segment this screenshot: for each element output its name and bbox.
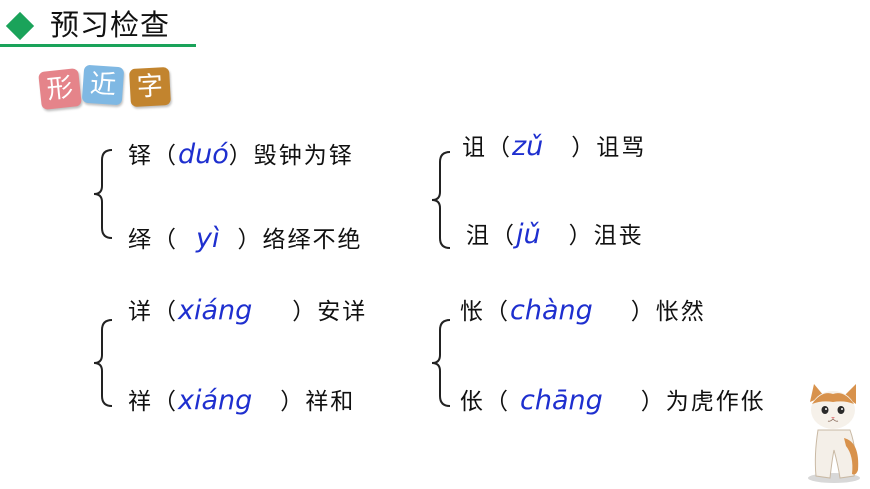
char: 详 [128,299,153,325]
word: 祥和 [305,389,356,415]
pinyin: zǔ [512,131,544,162]
char: 铎 [128,143,153,169]
close-paren: ） [640,389,666,415]
group-1-row-2: 绎（ yì ）络绎不绝 [128,220,362,254]
char: 怅 [460,299,485,325]
pinyin: duó [178,139,229,170]
group-4-row-2: 伥（ chāng ）为虎作伥 [460,382,766,416]
pinyin: jǔ [516,219,541,250]
brace-group-1 [92,148,114,240]
pinyin: xiáng [178,295,253,326]
group-1-row-1: 铎（duó）毁钟为铎 [128,136,354,170]
word: 安详 [317,299,368,325]
tile-xing: 形 [38,68,82,110]
word: 怅然 [655,299,706,325]
open-paren: （ [153,227,178,253]
diamond-bullet-icon [5,11,35,41]
group-2-row-2: 沮（jǔ ）沮丧 [466,216,644,250]
word: 诅骂 [596,135,647,161]
close-paren: ） [630,299,656,325]
pinyin: yì [196,223,220,254]
word: 沮丧 [593,223,644,249]
char: 祥 [128,389,153,415]
group-3-row-2: 祥（xiáng ）祥和 [128,382,355,416]
char: 诅 [462,135,487,161]
close-paren: ） [237,227,263,253]
pinyin: xiáng [178,385,253,416]
open-paren: （ [153,299,178,325]
close-paren: ） [568,223,594,249]
page-title: 预习检查 [50,8,171,42]
group-2-row-1: 诅（zǔ ）诅骂 [462,128,646,162]
word: 为虎作伥 [665,389,766,415]
open-paren: （ [485,389,510,415]
open-paren: （ [153,143,178,169]
open-paren: （ [153,389,178,415]
close-paren: ） [280,389,306,415]
tile-zi: 字 [129,66,171,108]
tile-jin: 近 [81,64,125,106]
group-3-row-1: 详（xiáng ）安详 [128,292,367,326]
brace-group-2 [430,150,452,250]
char: 沮 [466,223,491,249]
brace-group-4 [430,318,452,408]
close-paren: ） [292,299,318,325]
kitten-illustration [800,380,864,485]
title-underline [0,44,196,47]
close-paren: ） [571,135,597,161]
pinyin: chàng [510,295,593,326]
pinyin: chāng [520,385,603,416]
open-paren: （ [491,223,516,249]
open-paren: （ [487,135,512,161]
char: 伥 [460,389,485,415]
section-header: 预习检查 [0,0,200,50]
brace-group-3 [92,318,114,408]
word: 络绎不绝 [262,227,363,253]
char: 绎 [128,227,153,253]
word: 毁钟为铎 [253,143,354,169]
group-4-row-1: 怅（chàng ）怅然 [460,292,706,326]
close-paren: ） [228,143,254,169]
open-paren: （ [485,299,510,325]
